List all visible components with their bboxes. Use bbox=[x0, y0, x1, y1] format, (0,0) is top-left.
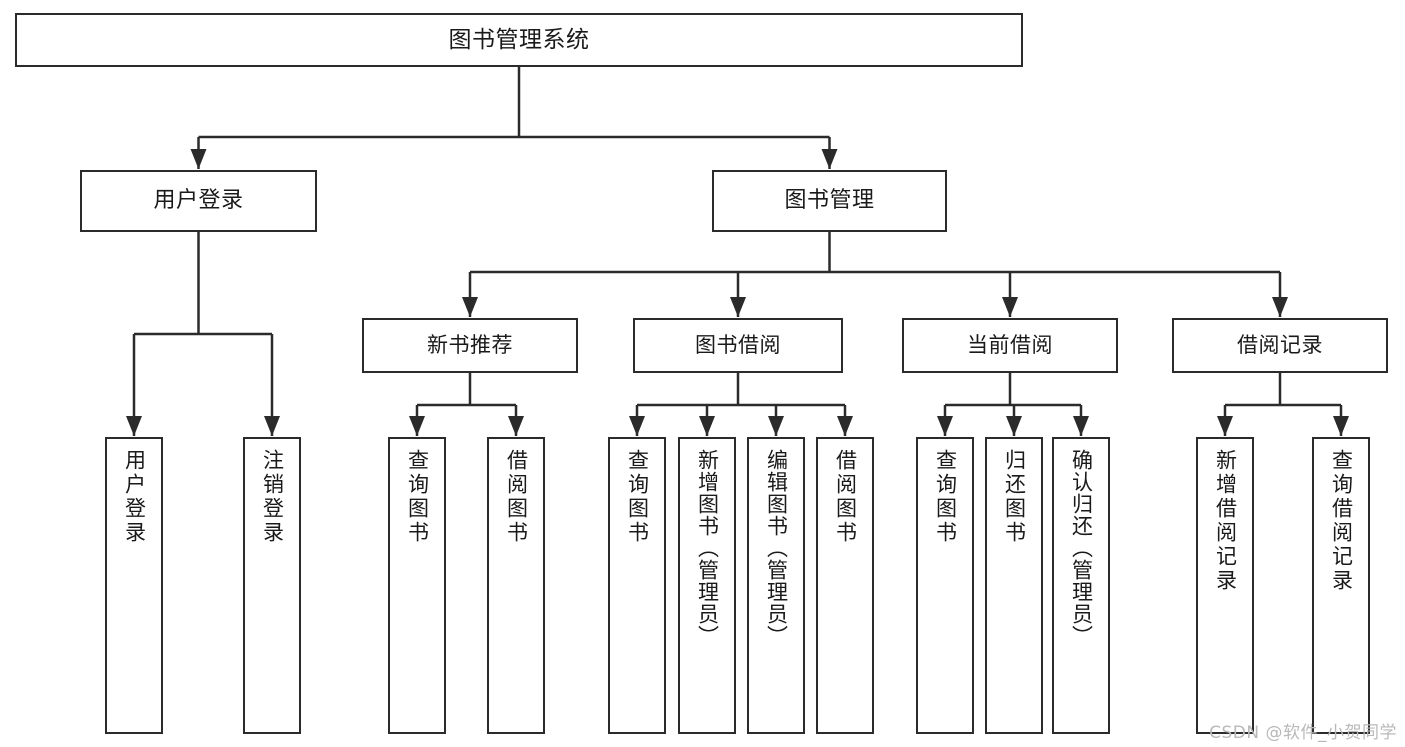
connector-arrowhead bbox=[462, 297, 478, 317]
connector-arrowhead bbox=[1073, 416, 1089, 436]
node-leaf-user-login[interactable]: 用户登录 bbox=[105, 437, 163, 734]
node-l1-user-login[interactable]: 用户登录 bbox=[80, 170, 317, 232]
node-leaf-borrow-add[interactable]: 新增图书（管理员） bbox=[678, 437, 736, 734]
node-leaf-cur-confirm[interactable]: 确认归还（管理员） bbox=[1052, 437, 1110, 734]
node-leaf-rec-query2[interactable]: 查询借阅记录 bbox=[1312, 437, 1370, 734]
connector-arrowhead bbox=[821, 149, 838, 169]
connector-arrowhead bbox=[264, 416, 280, 436]
node-label: 归还图书 bbox=[1002, 449, 1027, 545]
connector-arrowhead bbox=[1006, 416, 1022, 436]
node-label: 图书管理 bbox=[784, 188, 875, 214]
connector-arrowhead bbox=[409, 416, 425, 436]
connector-arrowhead bbox=[1272, 297, 1288, 317]
connector-arrowhead bbox=[730, 297, 746, 317]
node-label: 用户登录 bbox=[122, 449, 147, 545]
node-label: 新增借阅记录 bbox=[1213, 449, 1238, 593]
connector-arrowhead bbox=[699, 416, 715, 436]
node-label: 查询图书 bbox=[625, 449, 650, 545]
node-l2-current-borrow[interactable]: 当前借阅 bbox=[902, 318, 1118, 373]
node-label: 当前借阅 bbox=[967, 333, 1053, 358]
node-label: 新增图书（管理员） bbox=[695, 449, 720, 647]
node-label: 新书推荐 bbox=[427, 333, 513, 358]
node-label: 借阅图书 bbox=[504, 449, 529, 545]
node-label: 查询借阅记录 bbox=[1329, 449, 1354, 593]
node-label: 查询图书 bbox=[405, 449, 430, 545]
node-label: 借阅记录 bbox=[1237, 333, 1323, 358]
node-leaf-rec-query[interactable]: 查询图书 bbox=[388, 437, 446, 734]
node-root[interactable]: 图书管理系统 bbox=[15, 13, 1023, 67]
node-leaf-borrow-query[interactable]: 查询图书 bbox=[608, 437, 666, 734]
node-label: 注销登录 bbox=[260, 449, 285, 545]
node-l2-book-borrow[interactable]: 图书借阅 bbox=[633, 318, 843, 373]
connector-arrowhead bbox=[508, 416, 524, 436]
node-l1-book-mgmt[interactable]: 图书管理 bbox=[712, 170, 947, 232]
node-leaf-rec-borrow[interactable]: 借阅图书 bbox=[487, 437, 545, 734]
node-leaf-cur-query[interactable]: 查询图书 bbox=[916, 437, 974, 734]
connector-arrowhead bbox=[629, 416, 645, 436]
node-leaf-borrow-lend[interactable]: 借阅图书 bbox=[816, 437, 874, 734]
node-label: 图书管理系统 bbox=[448, 26, 590, 53]
node-leaf-rec-add[interactable]: 新增借阅记录 bbox=[1196, 437, 1254, 734]
connector-arrowhead bbox=[1333, 416, 1349, 436]
node-label: 确认归还（管理员） bbox=[1069, 449, 1094, 647]
connector-arrowhead bbox=[1002, 297, 1018, 317]
node-leaf-user-logout[interactable]: 注销登录 bbox=[243, 437, 301, 734]
node-label: 查询图书 bbox=[933, 449, 958, 545]
connector-arrowhead bbox=[126, 416, 142, 436]
node-label: 图书借阅 bbox=[695, 333, 781, 358]
node-leaf-borrow-edit[interactable]: 编辑图书（管理员） bbox=[747, 437, 805, 734]
node-leaf-cur-return[interactable]: 归还图书 bbox=[985, 437, 1043, 734]
connector-arrowhead bbox=[768, 416, 784, 436]
node-label: 用户登录 bbox=[153, 188, 244, 214]
node-label: 编辑图书（管理员） bbox=[764, 449, 789, 647]
connector-arrowhead bbox=[837, 416, 853, 436]
connector-arrowhead bbox=[190, 149, 207, 169]
node-label: 借阅图书 bbox=[833, 449, 858, 545]
connector-arrowhead bbox=[1217, 416, 1233, 436]
node-l2-new-book-rec[interactable]: 新书推荐 bbox=[362, 318, 578, 373]
node-l2-borrow-record[interactable]: 借阅记录 bbox=[1172, 318, 1388, 373]
connector-arrowhead bbox=[937, 416, 953, 436]
